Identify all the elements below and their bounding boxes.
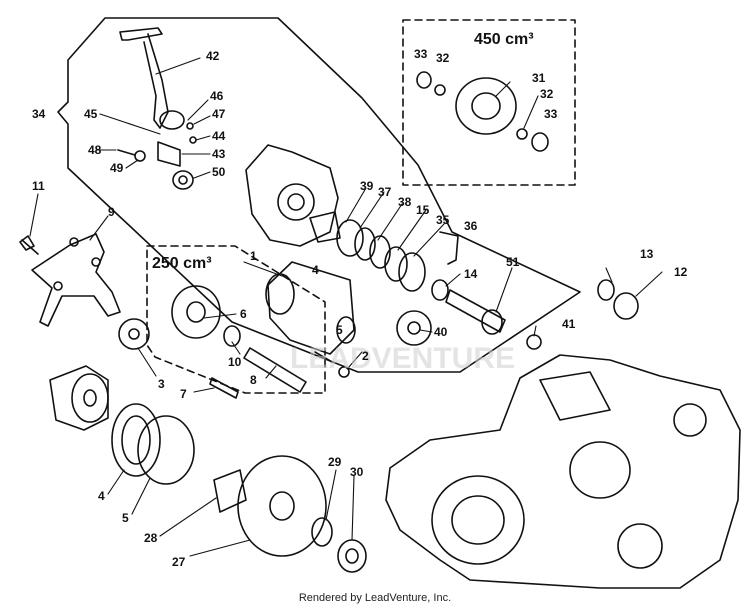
callout-38: 38 — [398, 195, 412, 209]
callout-4a: 4 — [312, 263, 319, 277]
callout-51: 51 — [506, 255, 520, 269]
gear-51 — [481, 309, 503, 335]
kick-cover — [245, 144, 339, 247]
leader-lines — [29, 57, 663, 557]
callout-3: 3 — [158, 377, 165, 391]
callout-43: 43 — [212, 147, 226, 161]
callout-30: 30 — [350, 465, 364, 479]
starter-gear-450 — [416, 71, 549, 152]
callout-15: 15 — [416, 203, 430, 217]
callout-6: 6 — [240, 307, 247, 321]
callout-46: 46 — [210, 89, 224, 103]
crankcase — [385, 354, 741, 589]
callout-32a: 32 — [436, 51, 450, 65]
render-credit: Rendered by LeadVenture, Inc. — [298, 592, 452, 604]
callout-34: 34 — [32, 107, 46, 121]
seal-13 — [597, 279, 615, 301]
callout-33b: 33 — [544, 107, 558, 121]
bracket-9 — [31, 233, 121, 327]
callout-42: 42 — [206, 49, 220, 63]
callout-47: 47 — [212, 107, 226, 121]
callout-27: 27 — [172, 555, 186, 569]
callout-49: 49 — [110, 161, 124, 175]
callout-31: 31 — [532, 71, 546, 85]
kick-small-parts — [117, 122, 197, 190]
callout-37: 37 — [378, 185, 392, 199]
seal-41 — [526, 334, 542, 350]
box-450 — [402, 19, 576, 186]
starter-motor — [265, 261, 356, 378]
callout-14: 14 — [464, 267, 478, 281]
callout-11: 11 — [32, 179, 45, 193]
callout-39: 39 — [360, 179, 374, 193]
ring-5 — [137, 415, 195, 485]
callout-10: 10 — [228, 355, 242, 369]
callout-44: 44 — [212, 129, 226, 143]
callout-45: 45 — [84, 107, 98, 121]
callout-12: 12 — [674, 265, 688, 279]
callout-48: 48 — [88, 143, 102, 157]
watermark: LEADVENTURE — [290, 342, 515, 375]
washer-29 — [311, 517, 333, 547]
flywheel-hub — [49, 365, 109, 431]
box-250 — [146, 245, 326, 394]
callout-9: 9 — [108, 205, 115, 219]
callout-35: 35 — [436, 213, 450, 227]
callout-36: 36 — [464, 219, 478, 233]
callout-8: 8 — [250, 373, 257, 387]
label-250cc: 250 cm³ — [152, 255, 212, 272]
clutch-4 — [111, 403, 161, 477]
callout-32b: 32 — [540, 87, 554, 101]
callout-29: 29 — [328, 455, 342, 469]
assembly-outline — [57, 17, 581, 373]
gear-3 — [118, 318, 150, 350]
callout-5a: 5 — [336, 323, 343, 337]
callout-4b: 4 — [98, 489, 105, 503]
callout-41: 41 — [562, 317, 576, 331]
bolt-11 — [19, 235, 39, 255]
label-450cc: 450 cm³ — [474, 31, 534, 48]
gear-stack — [309, 211, 506, 333]
gear-6-250 — [171, 285, 307, 399]
callout-28: 28 — [144, 531, 158, 545]
callout-33a: 33 — [414, 47, 428, 61]
bearing-30 — [337, 539, 367, 573]
callout-40: 40 — [434, 325, 448, 339]
callout-2: 2 — [362, 349, 369, 363]
callout-5b: 5 — [122, 511, 129, 525]
callout-50: 50 — [212, 165, 226, 179]
callout-1: 1 — [250, 249, 257, 263]
seal-12 — [613, 292, 639, 320]
callout-7: 7 — [180, 387, 187, 401]
gear-40 — [396, 310, 432, 346]
callout-13: 13 — [640, 247, 654, 261]
clutch-gear-27 — [213, 455, 327, 557]
kick-lever — [119, 27, 185, 130]
